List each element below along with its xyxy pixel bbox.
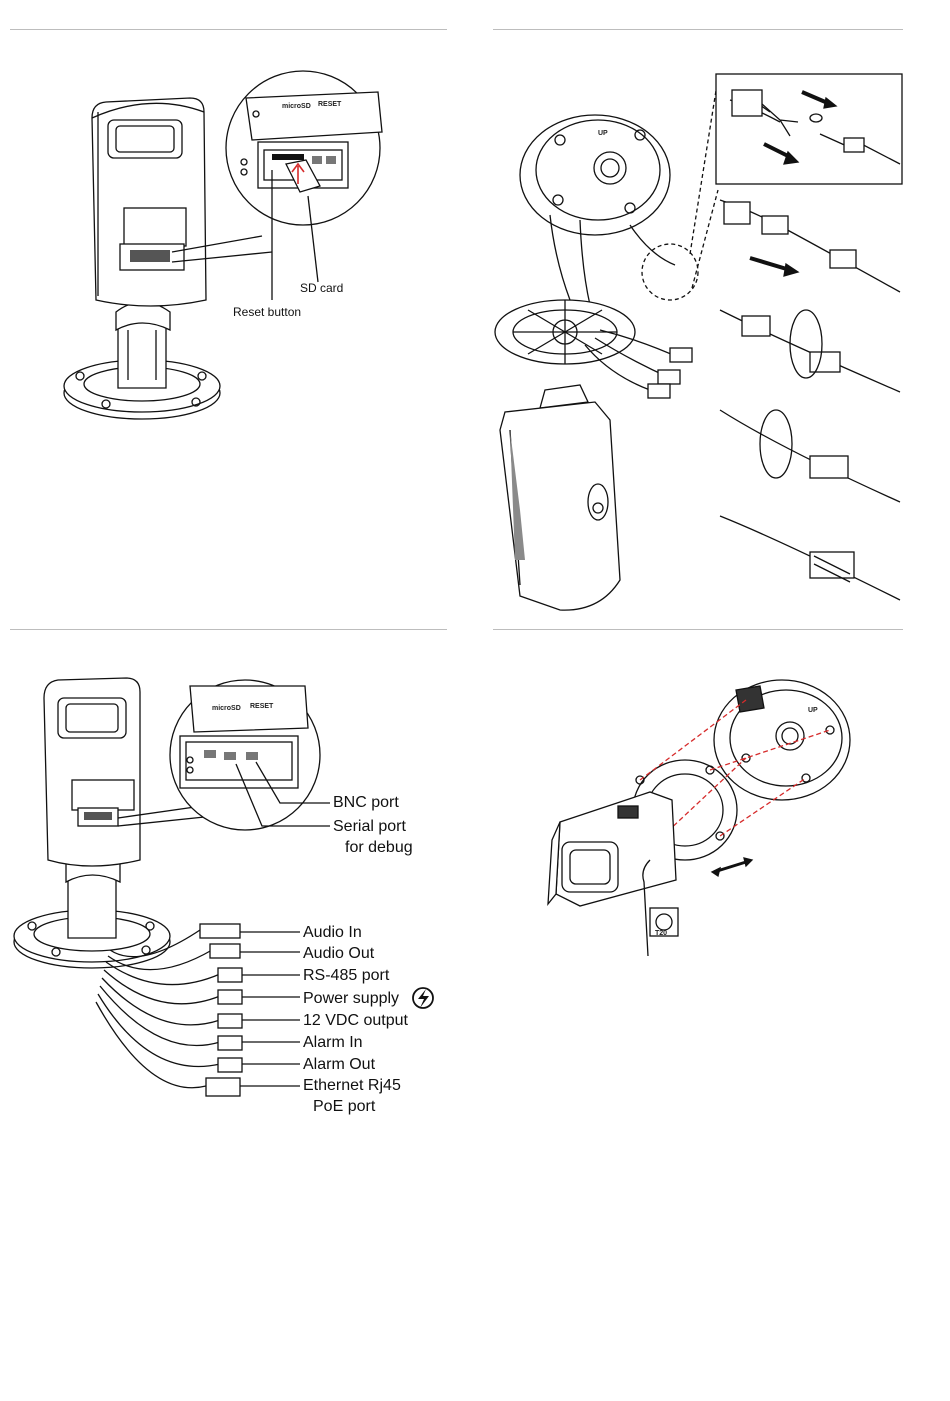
bnc-port-label: BNC port [333,794,399,812]
mid-right-rule [493,629,903,630]
ethernet-rj45-label: Ethernet Rj45 [303,1077,401,1095]
lightning-bolt-icon [418,989,429,1008]
audio-in-label: Audio In [303,924,362,942]
reset-tiny-label: RESET [318,101,342,108]
sd-card-illustration: microSD RESET [0,0,460,460]
poe-port-label: PoE port [313,1098,375,1116]
reset-button-label: Reset button [233,306,301,319]
sd-card-panel: microSD RESET SD card Reset button [0,0,460,460]
cable-assembly-panel: UP [480,40,950,620]
cable-assembly-illustration: UP [480,40,950,620]
svg-text:UP: UP [598,130,608,137]
serial-port-label-line1: Serial port [333,818,406,836]
alarm-in-label: Alarm In [303,1034,363,1052]
reset-tiny-label-2: RESET [250,703,274,710]
ports-illustration: microSD RESET [0,640,460,1140]
ports-panel: microSD RESET BNC port Serial port for d… [0,640,460,1140]
alarm-out-label: Alarm Out [303,1056,375,1074]
microsd-tiny-label: microSD [282,103,311,110]
mounting-illustration: UP T20 [500,660,900,970]
sd-card-label: SD card [300,282,343,295]
mounting-panel: UP T20 [500,660,900,970]
t20-tiny-label: T20 [655,930,667,937]
microsd-tiny-label-2: microSD [212,705,241,712]
rs485-port-label: RS-485 port [303,967,389,985]
12vdc-output-label: 12 VDC output [303,1012,408,1030]
mid-left-rule [10,629,447,630]
serial-port-label-line2: for debug [345,839,413,857]
up-tiny-label: UP [808,707,818,714]
audio-out-label: Audio Out [303,945,374,963]
power-supply-label: Power supply [303,990,399,1008]
top-right-rule [493,29,903,30]
